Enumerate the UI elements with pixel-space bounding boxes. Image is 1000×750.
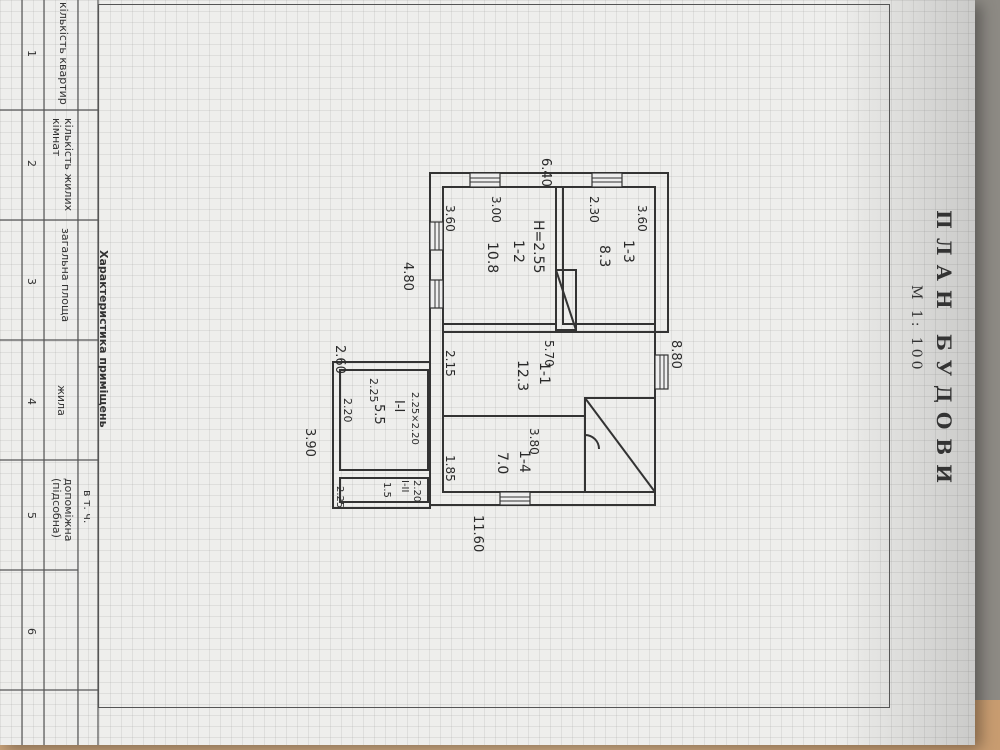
dim-hall-depth: 2.15 — [443, 350, 457, 377]
dim-r3-depth: 3.60 — [635, 205, 649, 232]
dim-r1-depth: 3.60 — [443, 205, 457, 232]
annex-room-id: I-I — [391, 400, 406, 412]
room-1-3-id: 1-3 — [620, 240, 636, 263]
room-1-4-id: 1-4 — [516, 450, 532, 473]
room-1-1-id: 1-1 — [536, 362, 552, 385]
dim-annex-width: 2.20 — [411, 480, 422, 502]
room-1-4-area: 7.0 — [494, 452, 510, 474]
dim-annex-top: 2.60 — [332, 345, 347, 374]
room-1-1-area: 12.3 — [514, 360, 530, 391]
dim-top: 6.40 — [538, 158, 553, 187]
dim-r3-width: 2.30 — [587, 196, 601, 223]
dim-hall-width: 5.70 — [542, 340, 556, 367]
room-1-2-area: 10.8 — [484, 242, 500, 273]
room-1-2-id: 1-2 — [510, 240, 526, 263]
small-room-area: 1.5 — [381, 482, 392, 498]
dim-right: 8.80 — [668, 340, 683, 369]
floor-plan: 6.40 4.80 8.80 11.60 2.60 3.90 2.25 2.20… — [302, 158, 683, 552]
annex-room-note: 2.25×2.20 — [409, 392, 420, 445]
dim-annex-room2: 2.20 — [341, 398, 354, 423]
room-1-2-height: H=2.55 — [530, 220, 546, 273]
dim-annex-room: 2.25 — [367, 378, 380, 403]
dim-r4-depth: 1.85 — [443, 455, 457, 482]
characteristics-table — [0, 0, 99, 745]
technical-passport-sheet: ПЛАН БУДОВИ М 1: 100 Характеристика прим… — [0, 0, 975, 745]
room-1-3-area: 8.3 — [596, 245, 612, 267]
dim-bottom: 11.60 — [470, 515, 485, 552]
dim-annex-small: 2.25 — [334, 486, 345, 508]
annex-room-area: 5.5 — [371, 404, 386, 425]
small-room-id: I-II — [399, 480, 410, 492]
sheet-shadow — [835, 0, 975, 745]
dim-left-upper: 4.80 — [400, 262, 415, 291]
dim-annex-left: 3.90 — [302, 428, 317, 457]
dim-r1-width: 3.00 — [489, 196, 503, 223]
dim-r4-width: 3.80 — [527, 428, 541, 455]
